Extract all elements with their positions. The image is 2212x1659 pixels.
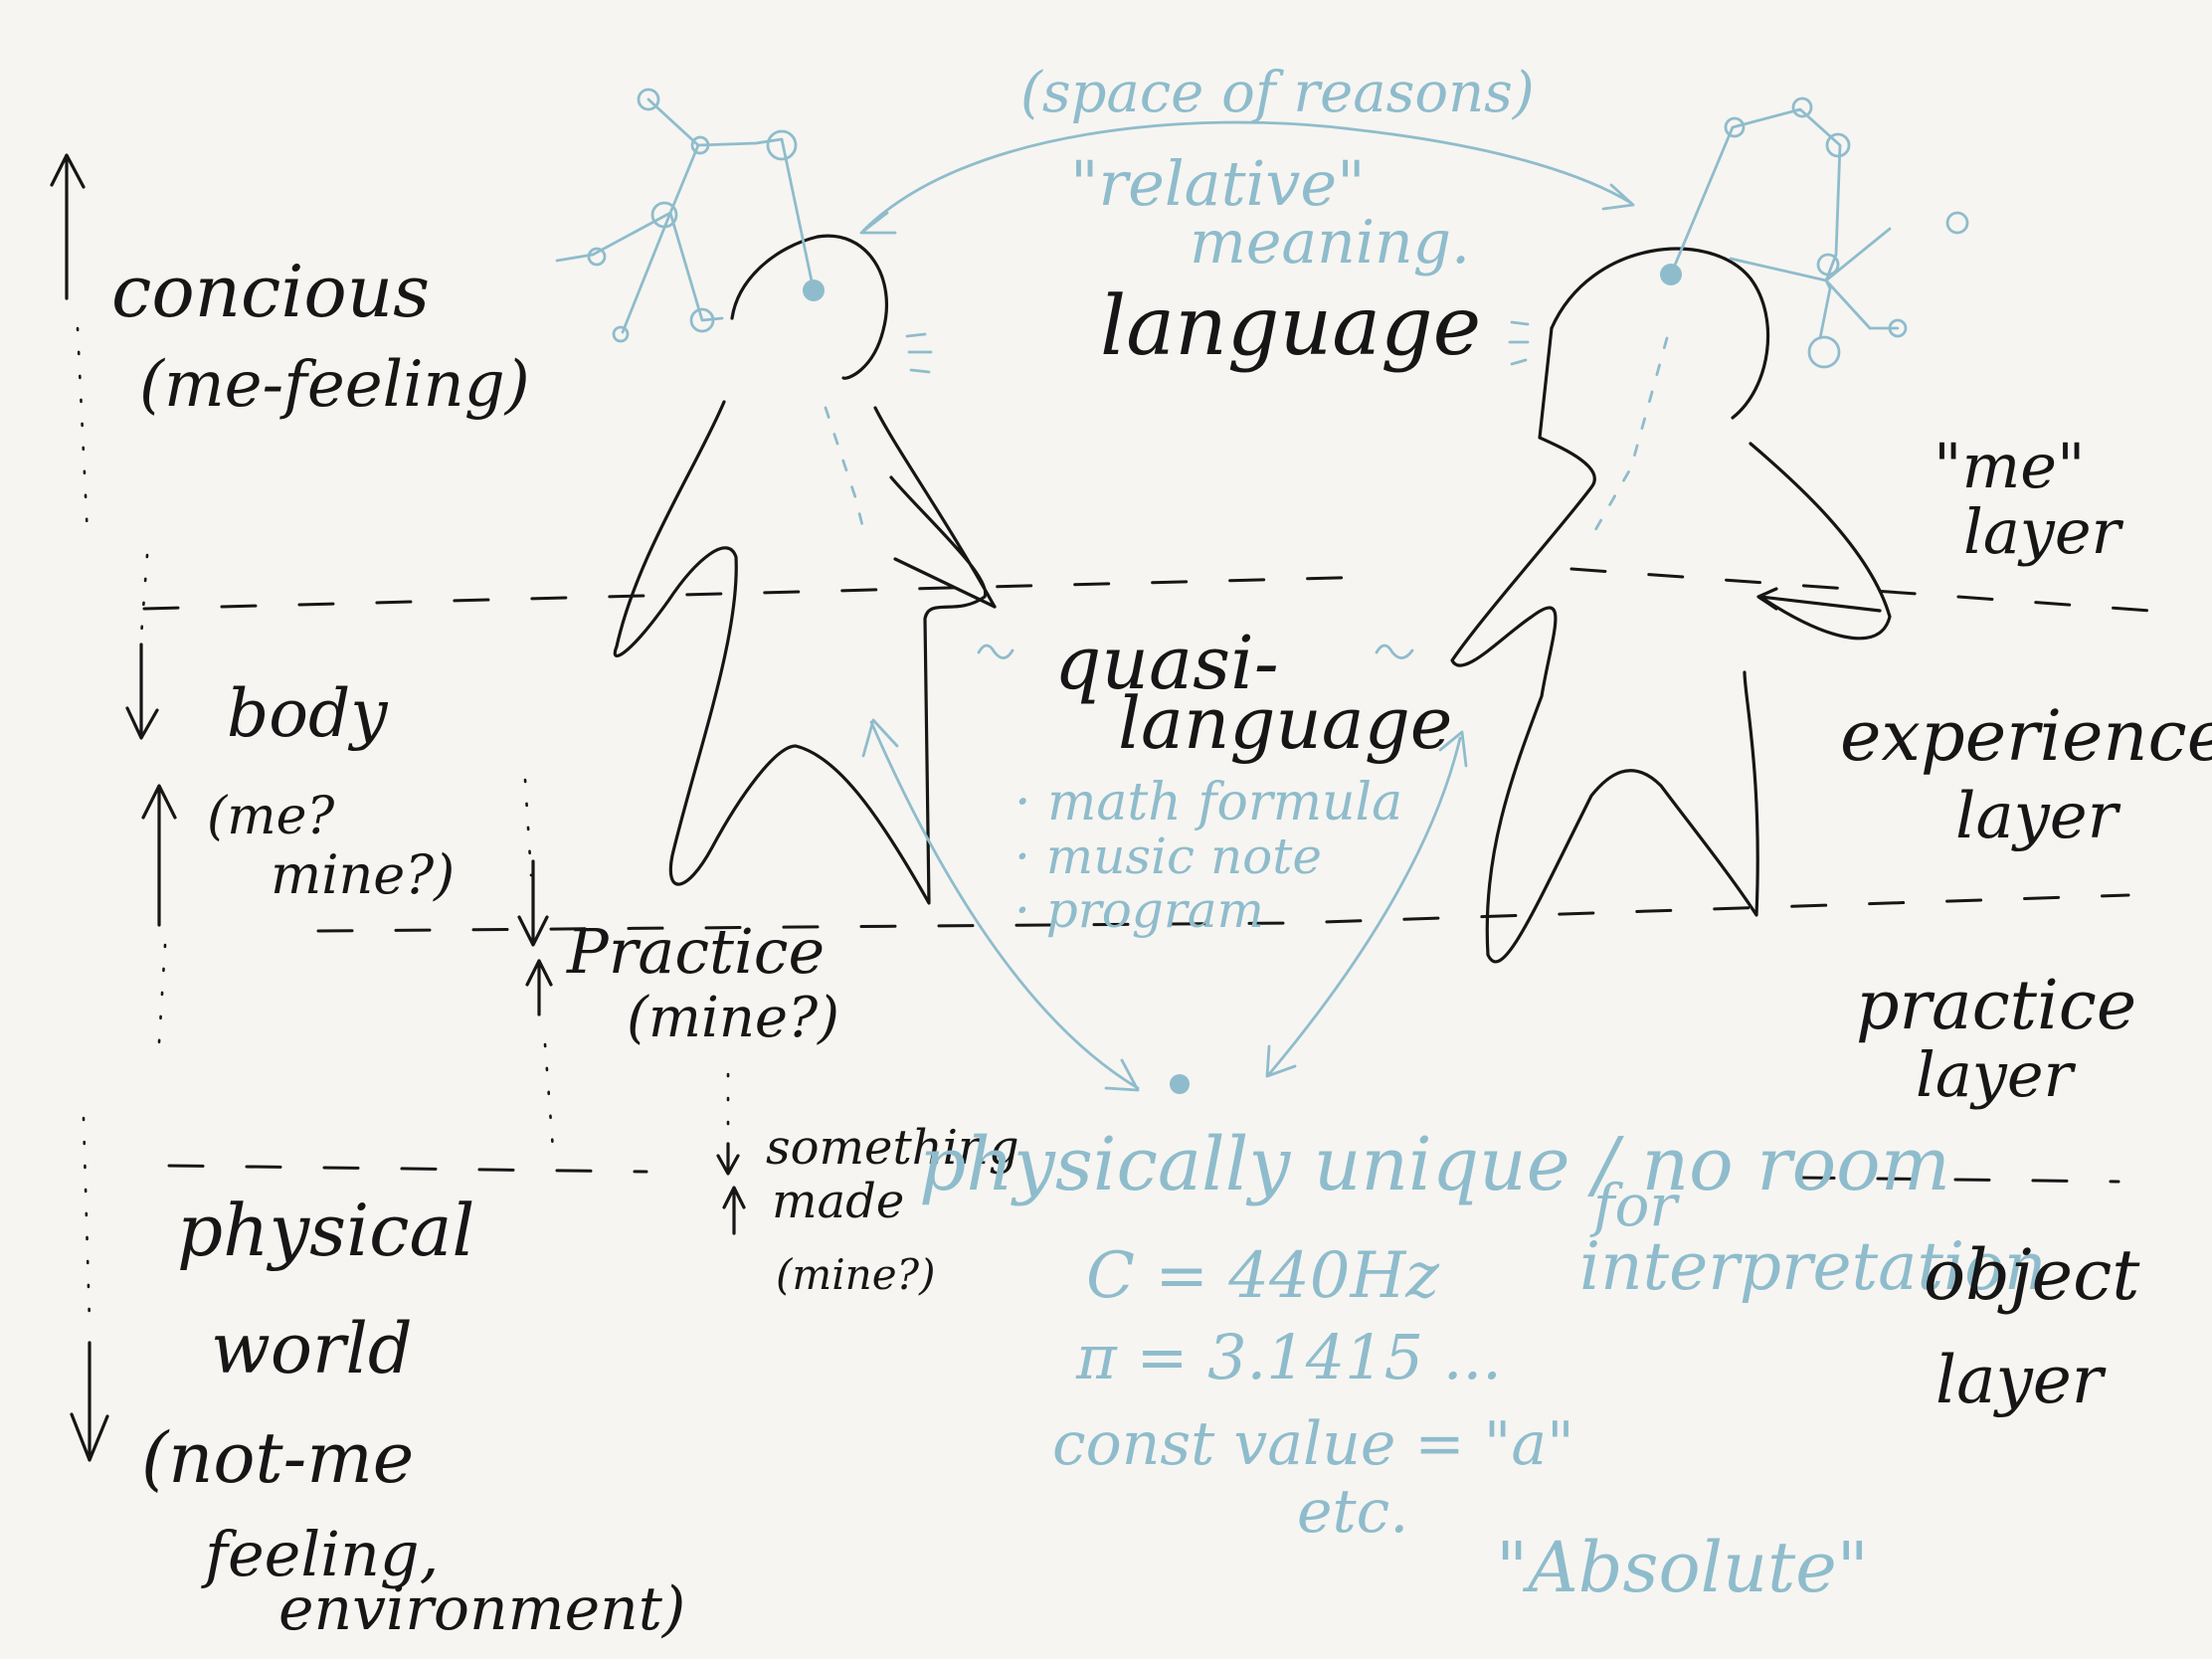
made-label: made: [772, 1174, 904, 1229]
language-label: language: [1100, 279, 1481, 374]
something-up-arrow: [722, 1186, 746, 1235]
right-node-2: [1791, 96, 1813, 118]
left-node-3: [766, 129, 798, 161]
practice-layer-label: practice: [1856, 967, 2136, 1045]
body-label: body: [227, 675, 388, 752]
feeling-label: feeling,: [201, 1518, 439, 1590]
body-dotted-line: [139, 553, 149, 639]
space-of-reasons-arrow: [859, 120, 1635, 235]
right-node-1: [1724, 116, 1746, 138]
left-node-6: [612, 325, 630, 343]
for-label: for: [1589, 1172, 1680, 1239]
interpretation-label: interpretation: [1579, 1228, 2046, 1305]
experience-layer-sub-label: layer: [1955, 780, 2121, 853]
example-program: · program: [1014, 881, 1264, 939]
right-figure-sound: [1508, 320, 1530, 366]
practice-layer-boundary-right: [1798, 1176, 2120, 1184]
right-node-5: [1945, 211, 1969, 235]
quasi-label: quasi-: [1054, 621, 1279, 706]
practice-label: Practice: [566, 915, 825, 988]
left-figure-sound: [905, 332, 933, 374]
conscious-dotted-line: [76, 326, 90, 539]
example-math: · math formula: [1014, 773, 1402, 832]
right-figure-body: [1450, 326, 1892, 964]
object-layer-sub-label: layer: [1936, 1342, 2107, 1418]
environment-label: environment): [278, 1574, 685, 1644]
body-lower-dotted-line: [157, 943, 167, 1044]
me-layer-sub-label: layer: [1963, 495, 2124, 568]
body-sub-label-1: (me?: [207, 787, 335, 846]
unique-line-label: physically unique / no room: [919, 1122, 1950, 1207]
right-node-7: [1888, 318, 1908, 338]
example-music: · music note: [1014, 828, 1322, 885]
quasi-language-label: language: [1118, 681, 1452, 765]
pi-value-label: π = 3.1415 ...: [1075, 1321, 1502, 1393]
right-node-4: [1816, 253, 1840, 276]
left-node-7: [689, 307, 715, 333]
left-scale: concious (me-feeling) body (me? mine?) p…: [50, 153, 1019, 1644]
right-figure-head: [1550, 247, 1770, 420]
absolute-label: "Absolute": [1496, 1527, 1869, 1608]
something-down-arrow: [716, 1142, 740, 1176]
left-figure-right-arm: [893, 557, 997, 609]
left-node-1: [637, 88, 660, 111]
left-node-2: [690, 135, 710, 155]
const-value-label: const value = "a": [1052, 1409, 1574, 1479]
me-layer-boundary-right: [1569, 567, 2180, 615]
left-figure-head: [730, 234, 889, 380]
right-node-6: [1807, 335, 1841, 369]
object-layer-label: object: [1924, 1234, 2140, 1316]
physical-label: physical: [177, 1189, 474, 1272]
right-thought-network: [1669, 107, 1900, 340]
left-double-arrow: [861, 718, 1140, 1092]
relative-label: "relative": [1070, 147, 1366, 220]
practice-dotted-line: [523, 778, 533, 877]
something-label: something: [766, 1120, 1019, 1176]
left-figure-body: [613, 400, 997, 905]
world-label: world: [211, 1308, 413, 1389]
left-figure-inner-line: [824, 406, 867, 539]
physical-dotted-line: [82, 1116, 92, 1325]
me-layer-boundary: [142, 575, 1375, 611]
right-double-arrow: [1265, 730, 1468, 1078]
layer-boundaries: [142, 567, 2180, 1184]
etc-label: etc.: [1297, 1477, 1408, 1547]
left-figure: [555, 88, 997, 905]
not-me-label: (not-me: [141, 1417, 414, 1499]
conscious-up-arrow: [50, 153, 86, 300]
practice-sub-label: (mine?): [627, 986, 839, 1050]
right-figure: [1450, 96, 1969, 964]
made-sub-label: (mine?): [776, 1250, 935, 1299]
right-figure-arrow: [1756, 587, 1882, 613]
practice-lower-dotted-line: [543, 1042, 555, 1152]
me-layer-label: "me": [1934, 430, 2086, 502]
physical-down-arrow: [70, 1341, 109, 1462]
right-layer-labels: "me" layer experience layer practice lay…: [1840, 430, 2212, 1418]
center-area: (space of reasons) "relative" meaning. l…: [859, 61, 2046, 1608]
left-squiggle: [977, 644, 1014, 659]
meaning-label: meaning.: [1190, 208, 1470, 277]
experience-layer-label: experience: [1840, 695, 2212, 777]
absolute-point: [1170, 1074, 1190, 1094]
practice-layer-sub-label: layer: [1916, 1038, 2077, 1111]
practice-down-arrow: [517, 859, 549, 947]
left-node-5: [587, 247, 607, 267]
left-node-4: [650, 201, 678, 229]
space-of-reasons-label: (space of reasons): [1020, 61, 1535, 125]
right-figure-inner-line: [1589, 336, 1669, 539]
body-up-arrow: [141, 784, 177, 927]
c-value-label: C = 440Hz: [1086, 1239, 1440, 1313]
experience-layer-boundary: [316, 893, 2130, 933]
right-squiggle: [1375, 644, 1414, 659]
body-sub-label-2: mine?): [271, 843, 455, 906]
conscious-sub-label: (me-feeling): [139, 348, 530, 422]
practice-up-arrow: [525, 959, 553, 1016]
right-node-3: [1825, 132, 1851, 158]
conscious-label: concious: [111, 250, 430, 333]
practice-layer-boundary: [167, 1164, 648, 1174]
left-thought-network: [555, 97, 816, 334]
body-down-arrow: [125, 643, 159, 740]
